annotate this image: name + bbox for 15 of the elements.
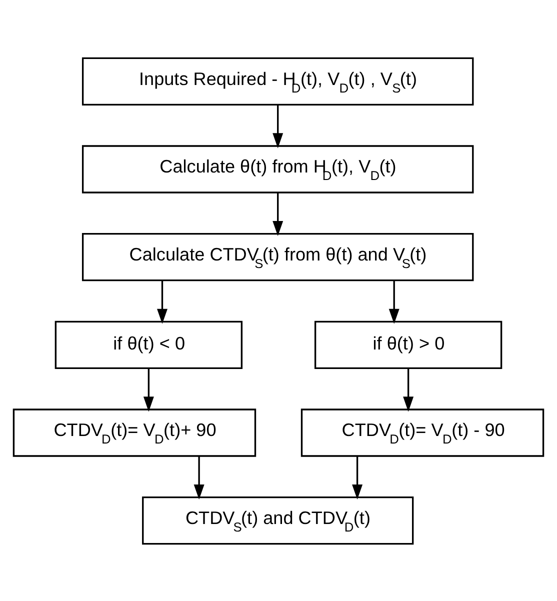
- arrow: [143, 368, 154, 412]
- arrow: [157, 280, 168, 324]
- node-box: CTDV$_{D}$(t)= V$_{D}$(t)+ 90: [12, 408, 256, 456]
- node-box: CTDV$_{D}$(t)= V$_{D}$(t) - 90: [300, 408, 544, 456]
- arrow: [352, 456, 363, 500]
- node-box: if θ(t) < 0: [54, 320, 243, 368]
- arrow: [272, 104, 284, 148]
- node-box: CTDV$_{S}$(t) and CTDV$_{D}$(t): [142, 496, 414, 544]
- node-box: if θ(t) > 0: [314, 320, 502, 368]
- arrow: [194, 456, 204, 500]
- arrow: [403, 368, 414, 412]
- arrow: [388, 280, 400, 324]
- node-box: Inputs Required - H$_{D}$(t), V$_{D}$(t) , V$_{S}$(t): [82, 56, 474, 105]
- arrow: [272, 192, 284, 236]
- node-box: Calculate CTDV$_{S}$(t) from θ(t) and V$_{S}$(t): [82, 232, 474, 281]
